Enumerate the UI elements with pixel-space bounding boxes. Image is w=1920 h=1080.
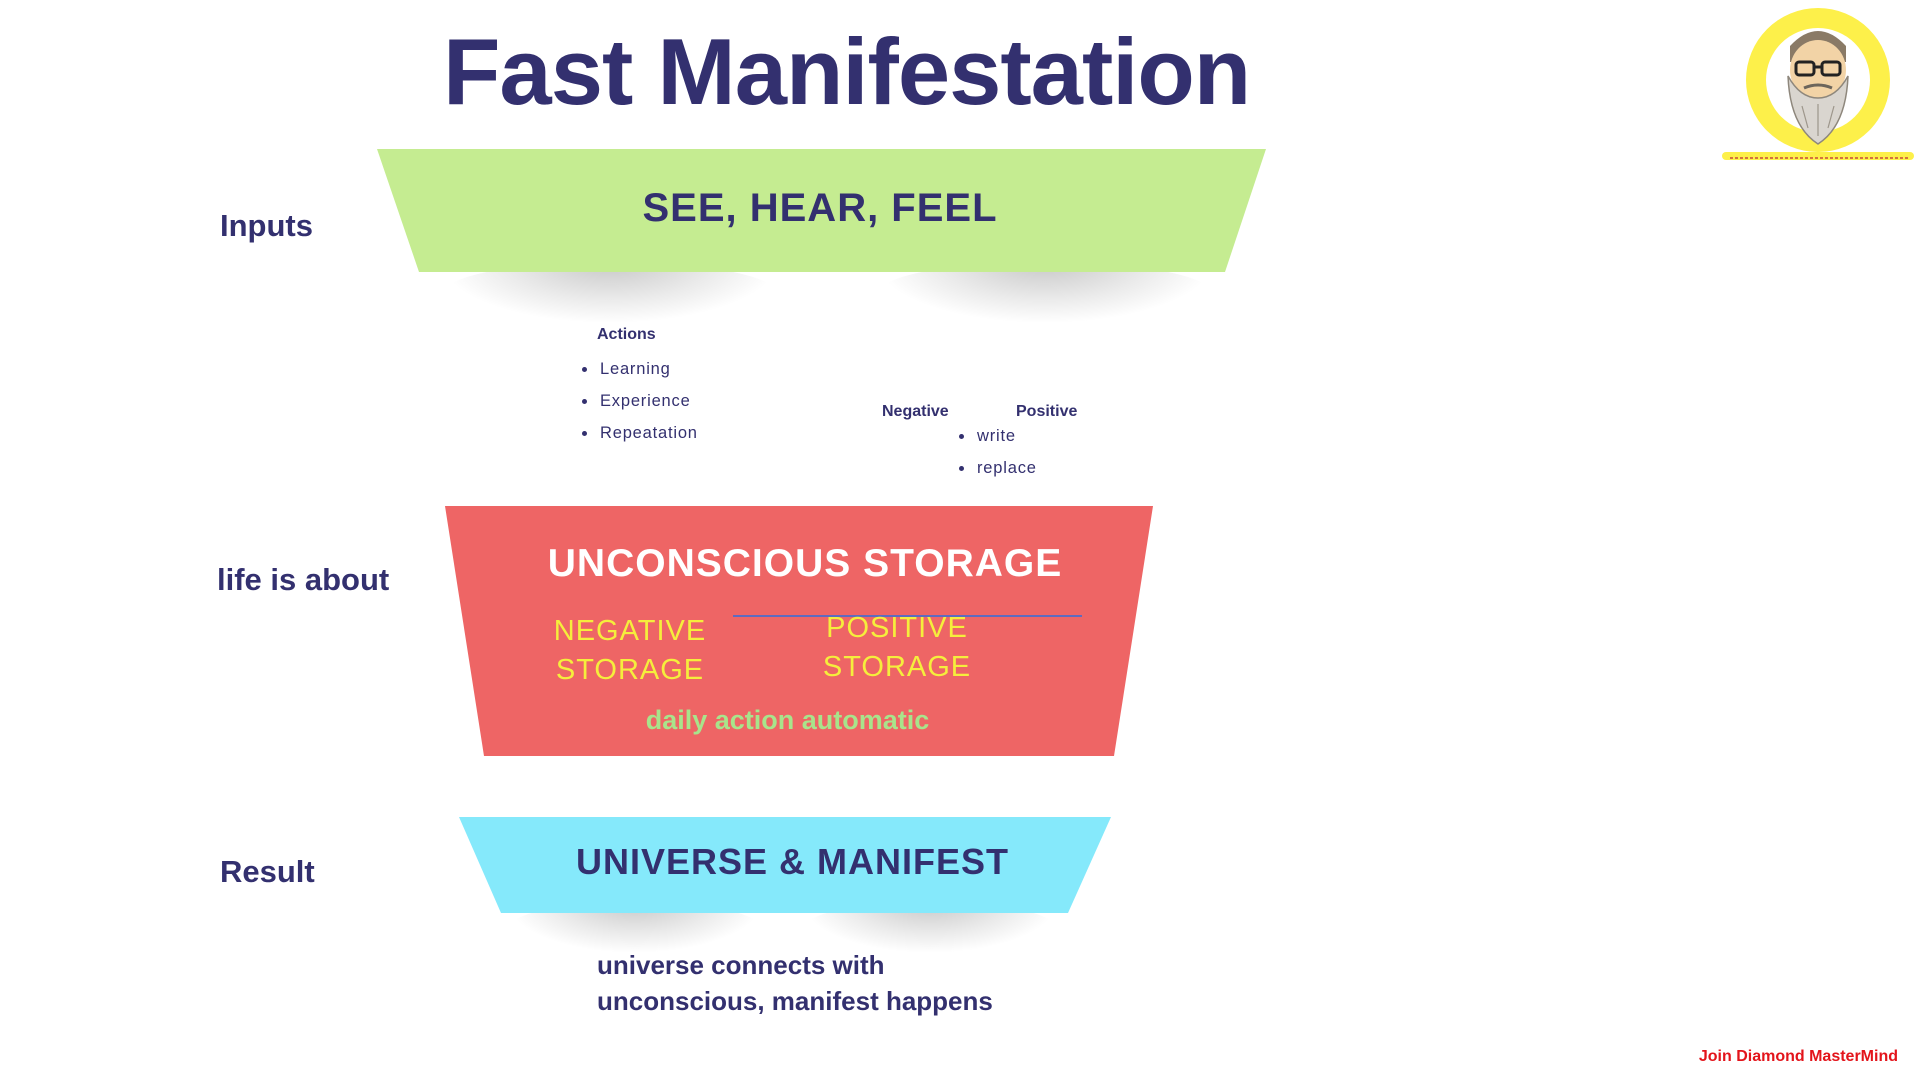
storage-band xyxy=(445,506,1153,756)
daily-action-label: daily action automatic xyxy=(645,705,930,735)
join-mastermind-link[interactable]: Join Diamond MasterMind xyxy=(1698,1048,1898,1065)
positive-storage-line: POSITIVE xyxy=(826,612,968,644)
list-item: Repeatation xyxy=(598,424,698,443)
avatar xyxy=(1718,6,1918,166)
page-title: Fast Manifestation xyxy=(443,19,1251,124)
bearded-man-avatar-icon xyxy=(1722,8,1914,160)
actions-list: Learning Experience Repeatation xyxy=(578,360,698,456)
result-band-label: UNIVERSE & MANIFEST xyxy=(575,841,1010,882)
negative-storage-line: STORAGE xyxy=(555,654,705,686)
inputs-band-label: SEE, HEAR, FEEL xyxy=(642,186,998,230)
polarity-list: write replace xyxy=(955,427,1037,491)
positive-heading: Positive xyxy=(1016,403,1078,420)
list-item: Learning xyxy=(598,360,698,379)
label-result: Result xyxy=(220,854,315,889)
label-life-is-about: life is about xyxy=(217,562,390,597)
result-note-line: unconscious, manifest happens xyxy=(597,986,993,1016)
result-note: universe connects with unconscious, mani… xyxy=(597,947,993,1019)
label-inputs: Inputs xyxy=(220,208,313,243)
negative-storage-label: NEGATIVE STORAGE xyxy=(530,612,730,690)
negative-heading: Negative xyxy=(882,403,949,420)
list-item: write xyxy=(975,427,1037,446)
result-band xyxy=(459,817,1111,913)
result-note-line: universe connects with xyxy=(597,950,885,980)
actions-heading: Actions xyxy=(597,326,656,343)
storage-band-label: UNCONSCIOUS STORAGE xyxy=(547,542,1063,585)
inputs-band xyxy=(377,149,1266,272)
negative-storage-line: NEGATIVE xyxy=(553,615,707,647)
list-item: Experience xyxy=(598,392,698,411)
list-item: replace xyxy=(975,459,1037,478)
positive-storage-line: STORAGE xyxy=(822,651,972,683)
positive-storage-label: POSITIVE STORAGE xyxy=(797,609,997,687)
